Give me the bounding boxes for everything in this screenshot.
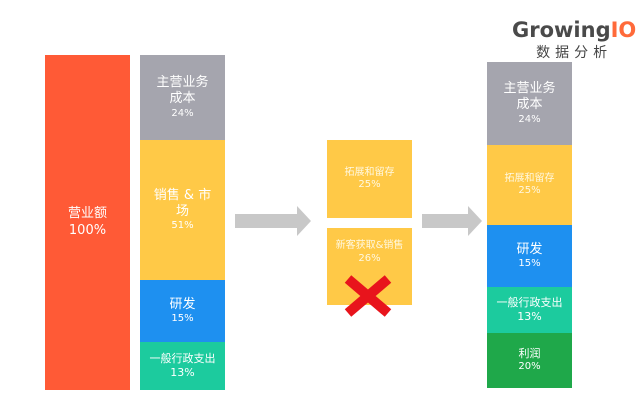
label: 拓展和留存: [344, 166, 395, 178]
label: 销售 & 市场: [153, 187, 212, 219]
label: 新客获取&销售: [335, 240, 404, 251]
arrow-right-icon: [235, 206, 311, 236]
revenue-pct: 100%: [68, 222, 107, 238]
pct: 20%: [518, 361, 541, 373]
pct: 25%: [358, 179, 381, 190]
logo-brand: Growing: [512, 18, 611, 42]
logo-io: IO: [610, 18, 637, 42]
growingio-logo: GrowingIO 数据分析: [512, 18, 636, 62]
revenue-label: 营业额: [67, 206, 107, 222]
pct: 51%: [171, 220, 194, 231]
label: 研发: [169, 296, 196, 312]
after-ga: 一般行政支出13%: [487, 287, 572, 333]
label: 主营业务成本: [156, 75, 209, 107]
label: 拓展和留存: [504, 172, 555, 184]
pct: 25%: [518, 185, 541, 196]
cross-icon: [344, 275, 392, 317]
label: 一般行政支出13%: [149, 352, 216, 379]
pct: 15%: [171, 312, 194, 324]
before-ga: 一般行政支出13%: [140, 342, 225, 390]
pct: 24%: [518, 113, 541, 125]
pct: 26%: [358, 252, 381, 264]
revenue-bar: 营业额 100%: [45, 55, 130, 390]
label: 主营业务成本: [503, 81, 556, 113]
arrow-right-icon: [422, 206, 482, 236]
logo-tagline: 数据分析: [536, 45, 613, 61]
label: 利润: [518, 347, 541, 361]
pct: 15%: [518, 257, 541, 269]
label: 一般行政支出13%: [496, 296, 563, 323]
label: 研发: [516, 241, 543, 257]
pct: 24%: [171, 107, 194, 119]
